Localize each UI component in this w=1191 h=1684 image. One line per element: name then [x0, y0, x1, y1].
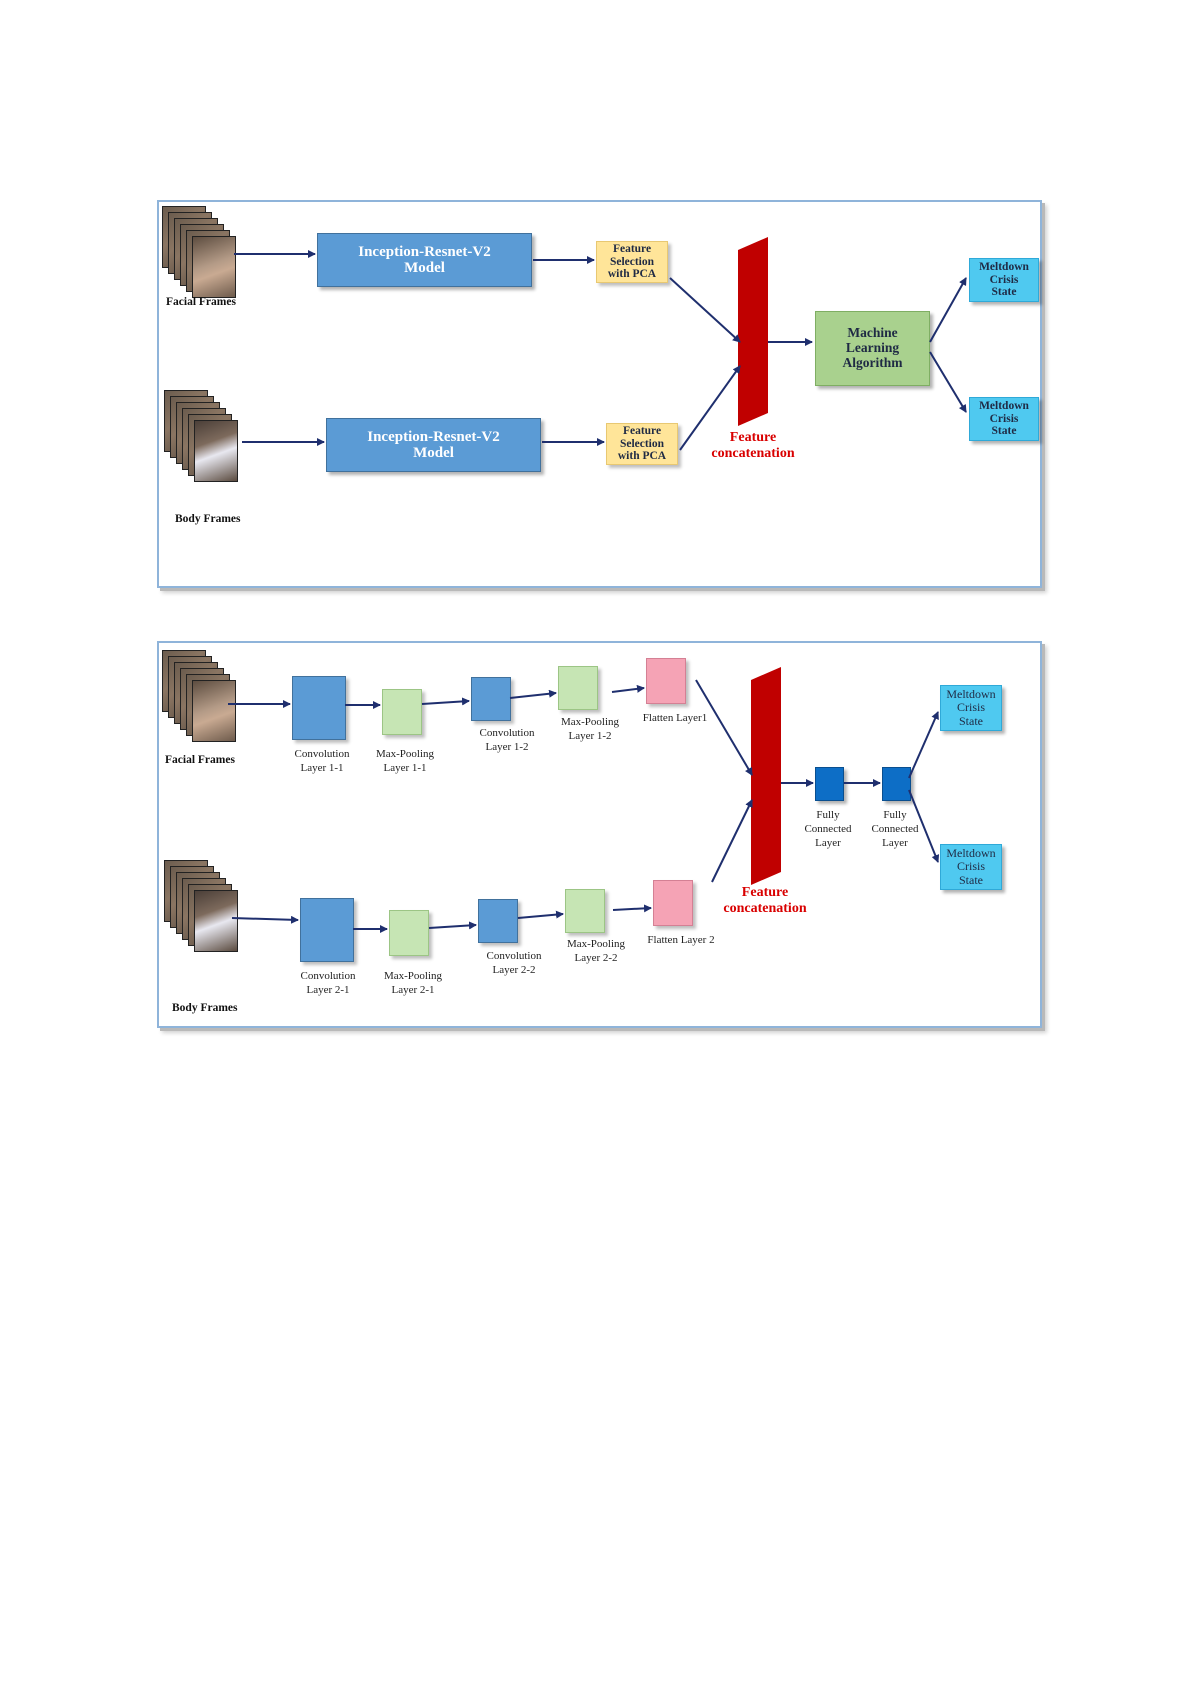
arrow-flat2-to-concat	[711, 799, 753, 883]
flatten-layer-1-label: Flatten Layer1	[642, 712, 708, 724]
arrow-fc2-to-out-bottom	[908, 789, 940, 863]
conv-layer-1-1	[292, 676, 346, 740]
conv-layer-2-1	[300, 898, 354, 962]
conv-layer-1-2	[471, 677, 511, 721]
flatten-layer-1	[646, 658, 686, 704]
flatten-layer-2-label: Flatten Layer 2	[647, 934, 715, 946]
fully-connected-layer-2	[882, 767, 911, 801]
facial-frames-label: Facial Frames	[166, 296, 236, 308]
body-frames-label-2: Body Frames	[172, 1002, 238, 1014]
arrow-ml-to-out-bottom	[929, 351, 967, 413]
fully-connected-layer-1	[815, 767, 844, 801]
arrow-body-to-conv21	[231, 915, 299, 924]
arrow-pool11-to-conv12	[421, 697, 470, 706]
arrow-ml-to-out-top	[929, 277, 967, 343]
facial-frames-label-2: Facial Frames	[165, 754, 235, 766]
feature-concatenation-bar-2	[751, 667, 781, 885]
conv-layer-2-2	[478, 899, 518, 943]
arrow-pca-bottom-to-concat	[679, 365, 741, 451]
arrow-pool12-to-flat1	[611, 684, 645, 693]
arrow-conv22-to-pool22	[517, 910, 564, 919]
body-frames-label: Body Frames	[175, 513, 241, 525]
arrow-pool21-to-conv22	[428, 921, 477, 930]
maxpool-layer-1-1	[382, 689, 422, 735]
maxpool-layer-2-2	[565, 889, 605, 933]
arrow-pca-top-to-concat	[669, 277, 741, 343]
flatten-layer-2	[653, 880, 693, 926]
arrow-flat1-to-concat	[695, 679, 753, 776]
feature-concatenation-bar	[738, 237, 768, 426]
arrow-fc2-to-out-top	[908, 711, 939, 779]
maxpool-layer-2-1	[389, 910, 429, 956]
maxpool-layer-1-2	[558, 666, 598, 710]
arrow-conv12-to-pool12	[509, 689, 557, 699]
arrow-pool22-to-flat2	[612, 904, 652, 913]
